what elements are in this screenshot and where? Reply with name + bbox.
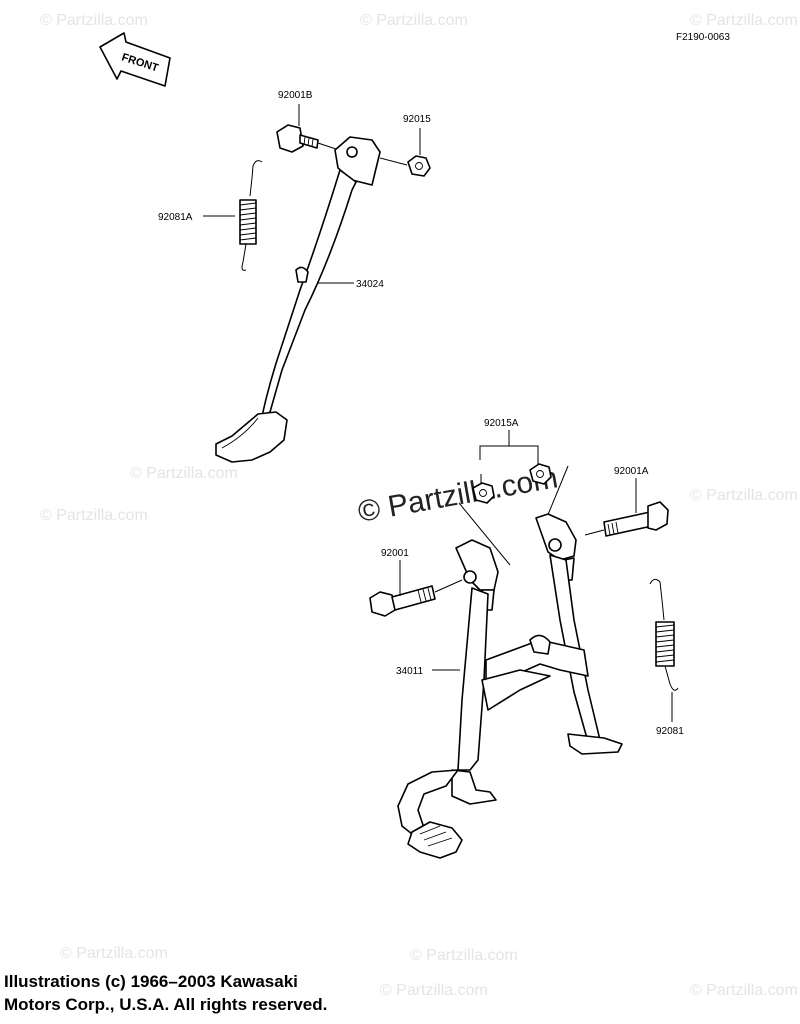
side-stand-nut-icon — [407, 155, 431, 177]
watermark: © Partzilla.com — [380, 982, 488, 999]
part-label-92001A: 92001A — [614, 466, 649, 477]
watermark: © Partzilla.com — [690, 487, 798, 504]
watermark: © Partzilla.com — [40, 507, 148, 524]
side-stand-bolt-icon — [276, 124, 319, 153]
front-arrow-icon: FRONT — [99, 32, 171, 87]
center-stand-left-bolt-icon — [369, 585, 436, 617]
watermark: © Partzilla.com — [360, 12, 468, 29]
center-stand-nut-icon — [472, 482, 495, 504]
watermark: © Partzilla.com — [690, 12, 798, 29]
part-label-92001B: 92001B — [278, 90, 313, 101]
copyright-line: Illustrations (c) 1966–2003 Kawasaki — [4, 972, 298, 991]
part-label-34024: 34024 — [356, 279, 384, 290]
part-label-92081A: 92081A — [158, 212, 193, 223]
leader-bracket — [479, 445, 539, 460]
watermark: © Partzilla.com — [60, 945, 168, 962]
side-stand-icon — [215, 136, 381, 463]
center-stand-spring-icon — [649, 578, 679, 691]
part-label-92015A: 92015A — [484, 418, 519, 429]
watermark: © Partzilla.com — [40, 12, 148, 29]
watermark: © Partzilla.com — [690, 982, 798, 999]
watermark: © Partzilla.com — [410, 947, 518, 964]
part-label-34011: 34011 — [396, 666, 424, 677]
leader-line — [584, 529, 605, 536]
leader-line — [458, 502, 511, 566]
part-label-92001: 92001 — [381, 548, 409, 559]
figure-code: F2190-0063 — [676, 32, 730, 43]
center-stand-icon — [397, 513, 623, 859]
center-stand-nut-icon — [529, 463, 552, 485]
side-stand-spring-icon — [239, 160, 263, 271]
leader-line — [379, 157, 408, 166]
watermark: © Partzilla.com — [130, 465, 238, 482]
leader-line — [434, 579, 463, 593]
copyright-notice: Illustrations (c) 1966–2003 Kawasaki Mot… — [4, 970, 424, 1016]
center-stand-right-bolt-icon — [603, 501, 669, 537]
watermark-group: © Partzilla.com © Partzilla.com © Partzi… — [40, 12, 798, 999]
part-label-92015: 92015 — [403, 114, 431, 125]
part-label-92081: 92081 — [656, 726, 684, 737]
copyright-line: Motors Corp., U.S.A. All rights reserved… — [4, 995, 328, 1014]
leader-line — [544, 465, 569, 523]
